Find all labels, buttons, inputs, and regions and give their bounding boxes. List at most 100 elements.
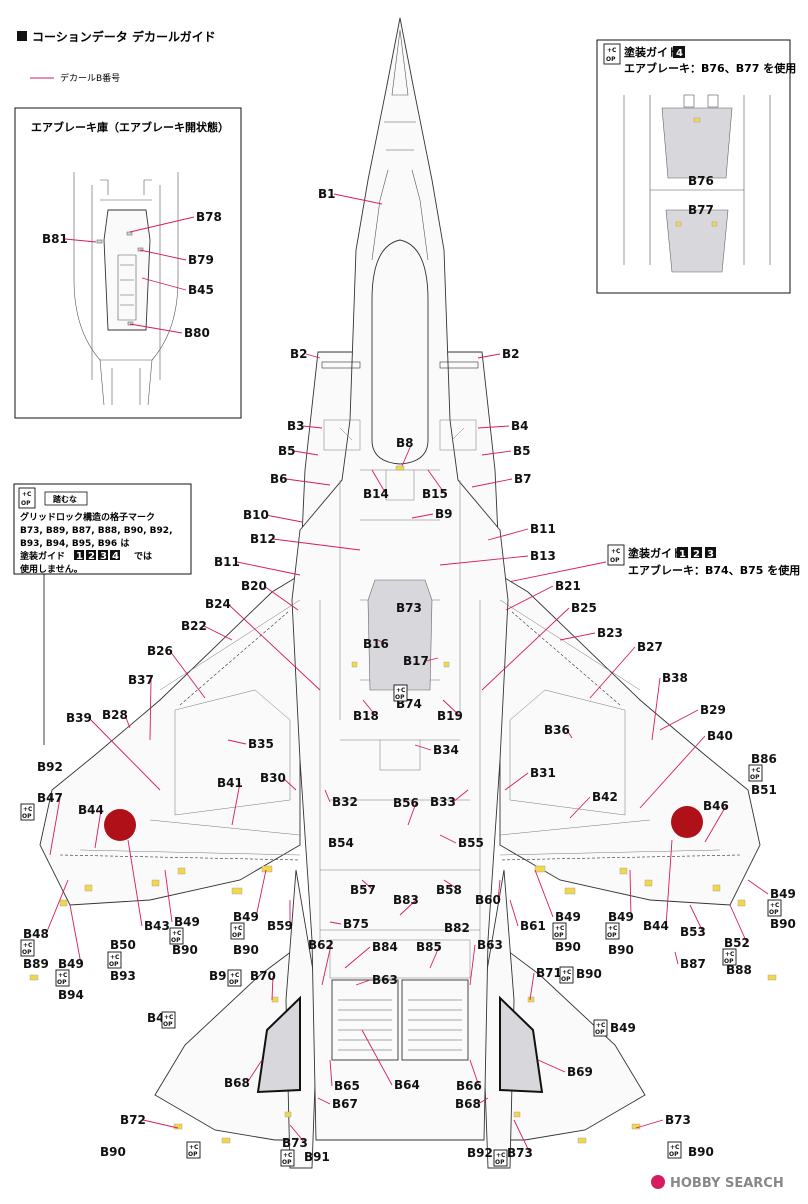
leader-line bbox=[246, 1059, 263, 1084]
decal-label-b8: B8 bbox=[396, 436, 414, 450]
svg-text:OP: OP bbox=[606, 56, 616, 63]
svg-text:+C: +C bbox=[611, 548, 621, 555]
svg-text:OP: OP bbox=[769, 909, 779, 916]
leader-line bbox=[255, 869, 267, 918]
leader-line bbox=[271, 975, 274, 1001]
left-roundel bbox=[104, 809, 136, 841]
guide4-title: 塗装ガイド bbox=[624, 45, 679, 59]
decal-label-b14: B14 bbox=[363, 487, 389, 501]
leader-line bbox=[45, 879, 69, 935]
op-icon: +COP bbox=[230, 922, 245, 940]
decal-label-b53: B53 bbox=[680, 925, 706, 939]
leader-line bbox=[429, 946, 440, 969]
svg-text:+C: +C bbox=[58, 972, 68, 979]
page-title: コーションデータ デカールガイド bbox=[32, 29, 216, 44]
decal-label-b40: B40 bbox=[707, 729, 733, 743]
svg-text:+C: +C bbox=[396, 687, 406, 694]
decal-label-b27: B27 bbox=[637, 640, 663, 654]
decal-label-b76: B76 bbox=[688, 174, 714, 188]
svg-text:OP: OP bbox=[229, 979, 239, 986]
leader-line bbox=[293, 450, 319, 456]
svg-text:+C: +C bbox=[172, 930, 182, 937]
decal-label-b25: B25 bbox=[571, 601, 597, 615]
leader-line bbox=[407, 802, 417, 826]
svg-text:OP: OP bbox=[163, 1021, 173, 1028]
leader-line bbox=[651, 677, 661, 741]
decal-label-b49: B49 bbox=[610, 1021, 636, 1035]
leader-line bbox=[333, 193, 383, 205]
svg-text:+C: +C bbox=[496, 1152, 506, 1159]
decal-label-b17: B17 bbox=[403, 654, 429, 668]
leader-line bbox=[64, 238, 97, 243]
leader-line bbox=[477, 353, 501, 359]
svg-text:+C: +C bbox=[670, 1144, 680, 1151]
svg-text:エアブレーキ：B74、B75 を使用: エアブレーキ：B74、B75 を使用 bbox=[628, 563, 800, 577]
inset-airbrake-bay: エアブレーキ庫（エアブレーキ開状態） bbox=[14, 107, 242, 419]
svg-text:+C: +C bbox=[283, 1152, 293, 1159]
decal-label-b56: B56 bbox=[393, 796, 419, 810]
decal-label-b43: B43 bbox=[144, 919, 170, 933]
leader-line bbox=[203, 625, 233, 641]
decal-label-b7: B7 bbox=[514, 472, 532, 486]
decal-label-b73: B73 bbox=[507, 1146, 533, 1160]
svg-text:+C: +C bbox=[23, 806, 33, 813]
svg-text:+C: +C bbox=[608, 925, 618, 932]
decal-label-b30: B30 bbox=[260, 771, 286, 785]
svg-text:+C: +C bbox=[725, 951, 735, 958]
decal-label-b33: B33 bbox=[430, 795, 456, 809]
decal-label-b29: B29 bbox=[700, 703, 726, 717]
leader-line bbox=[665, 839, 673, 927]
leader-line bbox=[371, 469, 387, 495]
leader-line bbox=[289, 1124, 306, 1144]
svg-text:OP: OP bbox=[669, 1151, 679, 1158]
svg-text:+C: +C bbox=[164, 1014, 174, 1021]
decal-label-b5: B5 bbox=[278, 444, 296, 458]
decal-label-b78: B78 bbox=[196, 210, 222, 224]
decal-label-b80: B80 bbox=[184, 326, 210, 340]
decal-label-b16: B16 bbox=[363, 637, 389, 651]
svg-text:1: 1 bbox=[679, 549, 686, 560]
leader-line bbox=[362, 699, 377, 717]
svg-text:+C: +C bbox=[562, 969, 572, 976]
fuselage bbox=[291, 17, 509, 1141]
svg-text:4: 4 bbox=[676, 48, 683, 59]
leader-line bbox=[639, 735, 706, 809]
leader-line bbox=[559, 632, 596, 641]
decal-label-b62: B62 bbox=[308, 938, 334, 952]
leader-line bbox=[227, 739, 247, 745]
decal-label-b49: B49 bbox=[770, 887, 796, 901]
svg-text:2: 2 bbox=[693, 549, 700, 560]
leader-line bbox=[49, 797, 61, 856]
leader-line bbox=[129, 323, 183, 334]
legend-label: デカールB番号 bbox=[60, 72, 120, 84]
op-icons: +COP+COP+COP+COP+COP+COP+COP+COP+COP+COP… bbox=[20, 684, 782, 1167]
decal-label-b83: B83 bbox=[393, 893, 419, 907]
leader-line bbox=[505, 585, 554, 611]
svg-text:+C: +C bbox=[189, 1144, 199, 1151]
svg-text:OP: OP bbox=[21, 500, 31, 507]
leader-line bbox=[127, 839, 143, 927]
leader-line bbox=[471, 478, 513, 488]
decal-label-b4: B4 bbox=[511, 419, 529, 433]
leader-line bbox=[139, 249, 187, 261]
leader-line bbox=[509, 899, 519, 927]
decal-label-b44: B44 bbox=[643, 919, 669, 933]
decal-label-b86: B86 bbox=[751, 752, 777, 766]
decal-label-b85: B85 bbox=[416, 940, 442, 954]
svg-text:OP: OP bbox=[607, 932, 617, 939]
leader-line bbox=[129, 216, 195, 233]
decal-label-b13: B13 bbox=[530, 549, 556, 563]
decal-label-b54: B54 bbox=[328, 836, 354, 850]
decal-label-b41: B41 bbox=[217, 776, 243, 790]
op-icon: +COP bbox=[55, 969, 70, 987]
decal-label-b44: B44 bbox=[78, 803, 104, 817]
svg-text:踏むな: 踏むな bbox=[53, 494, 77, 504]
decal-label-b50: B50 bbox=[110, 938, 136, 952]
svg-text:3: 3 bbox=[100, 551, 107, 562]
decal-label-b73: B73 bbox=[396, 601, 422, 615]
leader-line bbox=[149, 679, 152, 741]
decal-label-b15: B15 bbox=[422, 487, 448, 501]
